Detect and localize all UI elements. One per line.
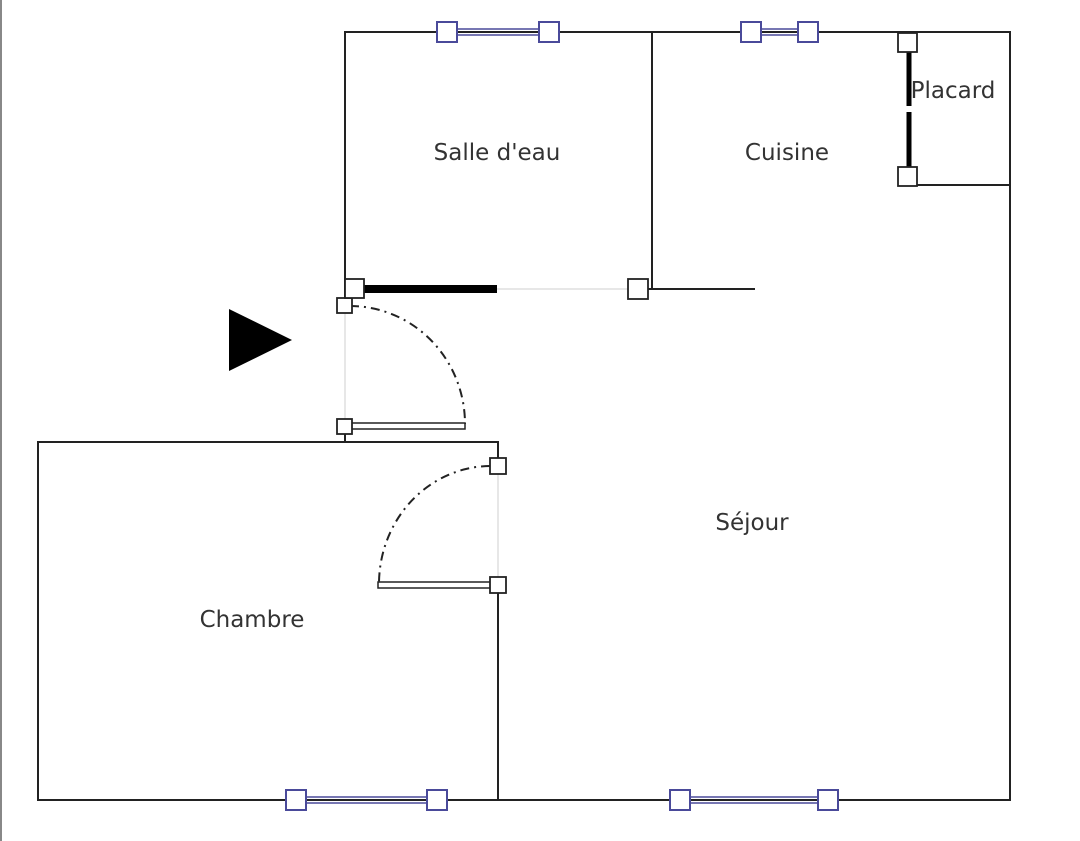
chambre-door[interactable] [377, 457, 507, 594]
window-handle[interactable] [426, 789, 448, 811]
window-handle[interactable] [740, 21, 762, 43]
window-handle[interactable] [817, 789, 839, 811]
entrance-arrow-icon [229, 309, 292, 371]
window-handle[interactable] [797, 21, 819, 43]
window-handle[interactable] [538, 21, 560, 43]
room-label-cuisine: Cuisine [745, 140, 829, 166]
chambre-door-handle[interactable] [489, 457, 507, 475]
room-label-chambre: Chambre [200, 607, 305, 633]
window-handle[interactable] [285, 789, 307, 811]
salle-deau-door-handle[interactable] [344, 278, 365, 299]
chambre-door-leaf[interactable] [377, 581, 499, 589]
entrance-door[interactable] [336, 297, 466, 435]
window-top-cuisine[interactable] [740, 21, 819, 43]
entrance-door-leaf[interactable] [344, 422, 466, 430]
window-handle[interactable] [669, 789, 691, 811]
window-handle[interactable] [436, 21, 458, 43]
salle-deau-door-handle[interactable] [627, 278, 649, 300]
room-label-placard: Placard [911, 78, 996, 104]
entrance-door-swing [349, 305, 466, 425]
entrance-door-handle[interactable] [336, 297, 353, 314]
room-label-salle-deau: Salle d'eau [434, 140, 561, 166]
window-top-salle[interactable] [436, 21, 560, 43]
chambre-door-swing [378, 465, 491, 584]
entrance-door-handle[interactable] [336, 418, 353, 435]
window-bottom-sejour[interactable] [669, 789, 839, 811]
placard-door-handle[interactable] [897, 166, 918, 187]
window-bottom-chambre[interactable] [285, 789, 448, 811]
room-label-sejour: Séjour [715, 510, 789, 536]
chambre-door-handle[interactable] [489, 576, 507, 594]
placard-door-handle[interactable] [897, 32, 918, 53]
opening-guides [344, 288, 638, 585]
